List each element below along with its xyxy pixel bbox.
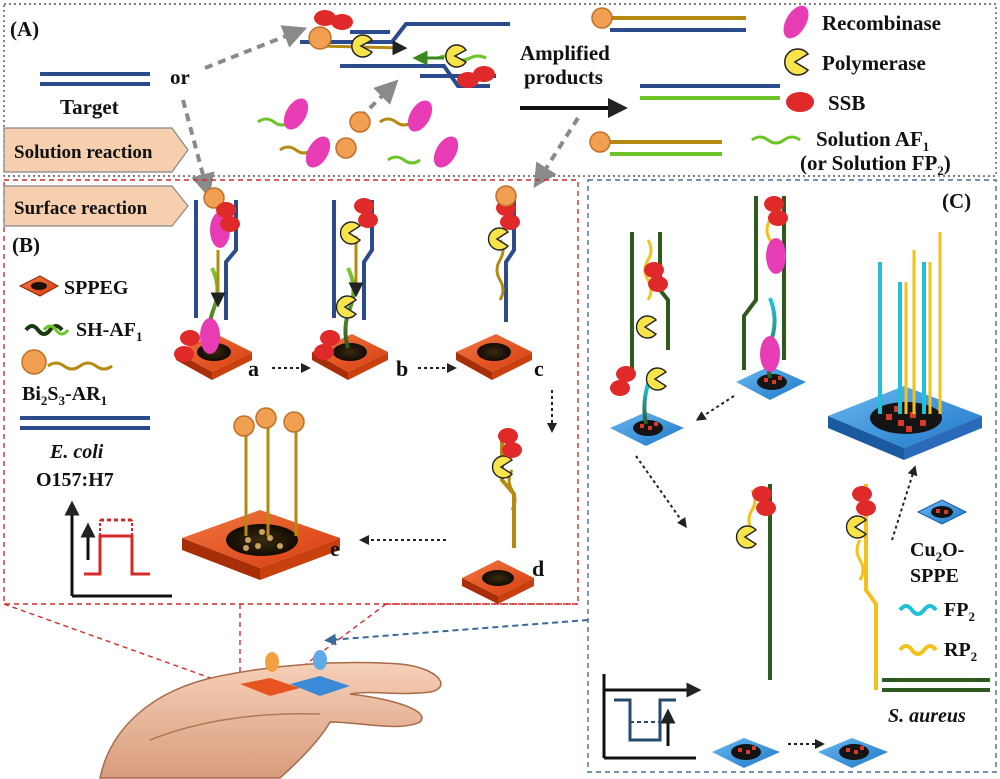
arrow-or-to-surface <box>181 99 215 198</box>
ecoli-label: E. coli <box>49 441 104 463</box>
electrode-step-b <box>312 198 388 380</box>
polymerase-icon <box>445 44 468 68</box>
panel-c: (C) <box>587 179 997 773</box>
arrow-c2-to-c1 <box>695 395 735 421</box>
arrow-products-to-surface <box>533 116 580 189</box>
panel-a-border <box>3 3 997 177</box>
saureus-label: S. aureus <box>888 705 966 727</box>
legend-sh-af: SH-AF1 <box>76 319 143 344</box>
amplified-label-1: Amplified <box>520 41 610 65</box>
step-e-label: e <box>330 536 340 561</box>
signal-on-inset <box>64 500 172 598</box>
sh-af-legend-icon <box>24 324 64 336</box>
electrode-c1 <box>610 232 684 446</box>
panel-c-border <box>587 179 997 773</box>
electrode-step-e <box>182 407 340 580</box>
bi2s3-particle-icon <box>308 26 332 50</box>
bi2s3-legend-icon <box>21 349 47 375</box>
surface-reaction-label: Surface reaction <box>14 198 148 219</box>
step-d-label: d <box>532 556 544 581</box>
electrode-c2 <box>736 196 806 400</box>
amplified-product-duplexes <box>589 7 780 156</box>
legend-cu2o: Cu2O- <box>910 539 964 564</box>
polymerase-icon <box>351 34 374 58</box>
sppeg-legend-icon <box>18 275 60 297</box>
arrow-or-to-solution <box>204 25 308 70</box>
recombinase-legend-icon <box>783 5 809 39</box>
legend-rp2: RP2 <box>944 639 977 664</box>
legend-recombinase: Recombinase <box>822 11 941 35</box>
ssb-legend-icon <box>786 92 814 112</box>
legend-ssb: SSB <box>828 91 865 115</box>
amplified-label-2: products <box>524 65 603 89</box>
target-label: Target <box>60 95 119 119</box>
panel-a-label: (A) <box>10 17 39 41</box>
ssb-icon <box>331 14 353 30</box>
panel-b: Surface reaction (B) SPPEG SH-AF1 Bi2S3-… <box>3 179 579 605</box>
legend-sppeg: SPPEG <box>64 277 129 299</box>
electrode-c3 <box>712 484 780 768</box>
rp2-legend-icon <box>898 644 938 656</box>
legend-fp2: FP2 <box>944 599 975 624</box>
legend-solution-af: Solution AF1 <box>816 127 929 154</box>
electrode-step-c <box>456 185 532 380</box>
electrode-step-a <box>174 187 252 380</box>
surface-reaction-tag <box>3 185 189 227</box>
step-a-label: a <box>248 356 259 381</box>
legend-solution-fp: (or Solution FP2) <box>800 151 951 178</box>
panel-b-label: (B) <box>12 233 40 257</box>
electrode-step-d <box>462 428 534 604</box>
cu2o-sppe-legend-icon <box>916 499 968 525</box>
legend-bi2s3-ar: Bi2S3-AR1 <box>22 383 107 408</box>
ecoli-strain-label: O157:H7 <box>36 469 114 491</box>
legend-polymerase: Polymerase <box>822 51 926 75</box>
ssb-icon <box>473 66 495 82</box>
solution-af-legend-icon <box>751 135 801 145</box>
panel-a: (A) Target or <box>3 3 997 198</box>
fp2-legend-icon <box>898 604 938 616</box>
or-label: or <box>170 65 190 89</box>
solution-reaction-label: Solution reaction <box>14 142 153 163</box>
step-c-label: c <box>534 356 544 381</box>
arrow-c4-to-big <box>891 465 918 541</box>
panel-b-border <box>3 179 579 605</box>
legend-sppe: SPPE <box>910 565 959 587</box>
solution-reaction-tag <box>3 127 189 173</box>
polymerase-legend-icon <box>784 48 810 76</box>
arrow-c1-to-c3 <box>635 455 687 529</box>
electrode-c-big <box>828 232 982 460</box>
solution-reagents <box>257 98 459 168</box>
signal-off-inset <box>602 674 702 760</box>
electrode-c4 <box>818 484 888 768</box>
hand-with-electrodes <box>3 603 589 779</box>
panel-c-label: (C) <box>942 189 971 213</box>
target-duplex <box>40 72 150 86</box>
step-b-label: b <box>396 356 408 381</box>
ssb-icon <box>314 10 336 26</box>
